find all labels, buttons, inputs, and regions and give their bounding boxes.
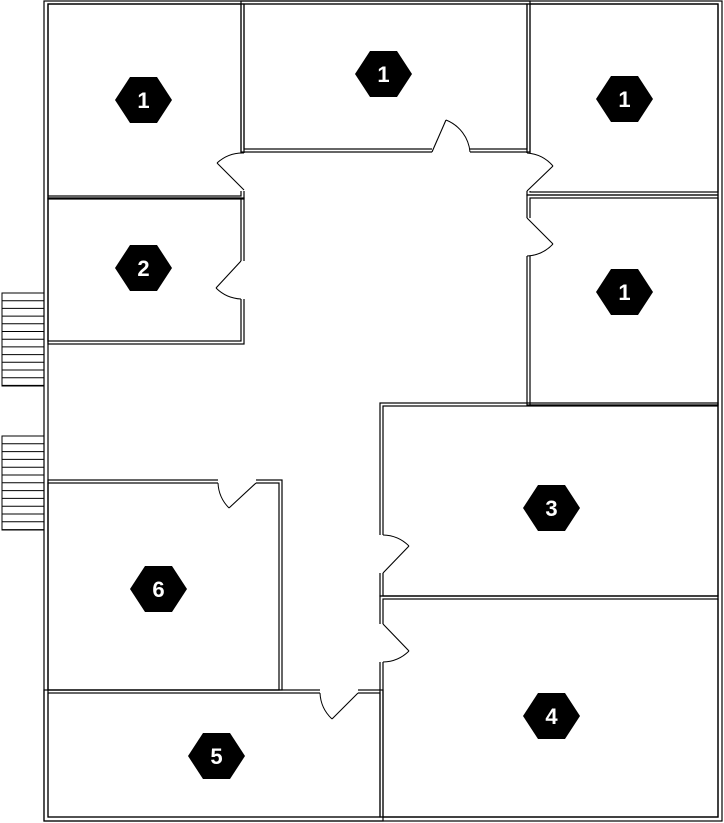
door-top-right-room[interactable]	[524, 152, 554, 192]
door-east-lower-room[interactable]	[378, 623, 410, 663]
svg-text:3: 3	[545, 496, 557, 521]
room-south-bottom	[43, 689, 384, 822]
marker-room-south-left: 6	[130, 566, 187, 612]
marker-room-top-right: 1	[596, 76, 653, 122]
door-right-room[interactable]	[524, 217, 554, 257]
stair-upper	[1, 292, 45, 387]
door-mid-left-room[interactable]	[215, 260, 246, 300]
marker-room-top-center: 1	[355, 51, 412, 97]
door-east-upper-room[interactable]	[378, 534, 410, 574]
svg-text:1: 1	[618, 87, 630, 112]
room-right	[526, 194, 719, 406]
svg-text:1: 1	[137, 88, 149, 113]
door-south-left-room[interactable]	[217, 478, 257, 509]
svg-text:2: 2	[137, 256, 149, 281]
stair-lower	[1, 435, 45, 531]
door-top-center-room[interactable]	[431, 119, 471, 154]
svg-text:1: 1	[618, 280, 630, 305]
marker-room-right: 1	[596, 269, 653, 315]
door-south-bottom-room[interactable]	[319, 688, 359, 720]
marker-room-south-bottom: 5	[188, 733, 245, 779]
marker-room-east-lower: 4	[523, 693, 580, 739]
marker-room-mid-left: 2	[115, 245, 172, 291]
marker-room-top-left: 1	[115, 77, 172, 123]
marker-room-east-upper: 3	[523, 485, 580, 531]
svg-text:1: 1	[377, 62, 389, 87]
door-top-left-room[interactable]	[216, 152, 246, 191]
svg-text:4: 4	[545, 704, 558, 729]
svg-text:5: 5	[210, 744, 222, 769]
svg-text:6: 6	[152, 577, 164, 602]
